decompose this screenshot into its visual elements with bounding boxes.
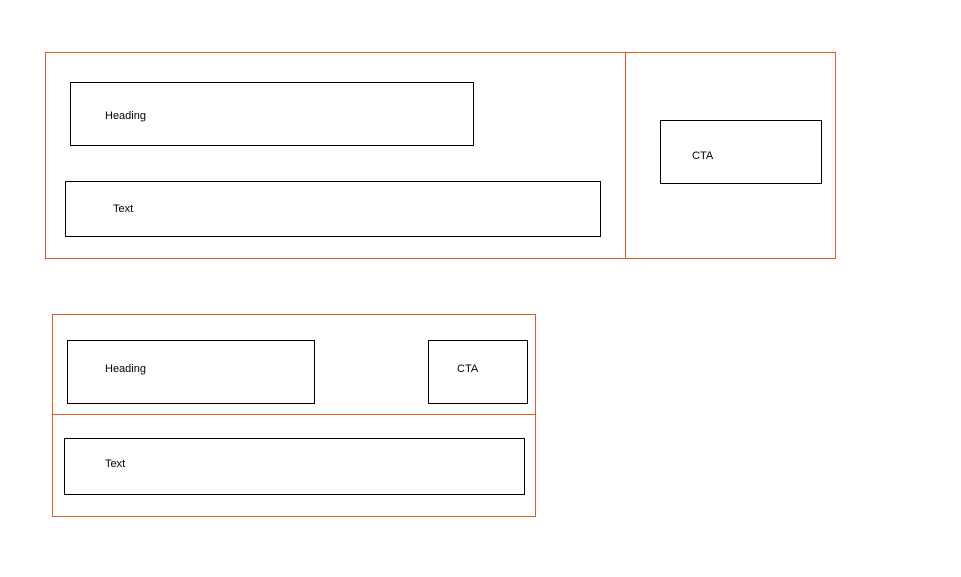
layout-b-cta-block: CTA (428, 340, 528, 404)
layout-b-text-block: Text (64, 438, 525, 495)
layout-b-heading-label: Heading (105, 363, 146, 375)
layout-a-cta-label: CTA (692, 150, 714, 162)
layout-b-heading-block: Heading (67, 340, 315, 404)
layout-a-text-block: Text (65, 181, 601, 237)
layout-a-text-label: Text (113, 203, 134, 215)
layout-a-heading-label: Heading (105, 110, 146, 122)
layout-b-bottom-row (52, 414, 536, 517)
layout-b-cta-label: CTA (457, 363, 479, 375)
layout-a-cta-block: CTA (660, 120, 822, 184)
layout-a-side-column (625, 52, 836, 259)
layout-a-heading-block: Heading (70, 82, 474, 146)
layout-b-text-label: Text (105, 458, 126, 470)
